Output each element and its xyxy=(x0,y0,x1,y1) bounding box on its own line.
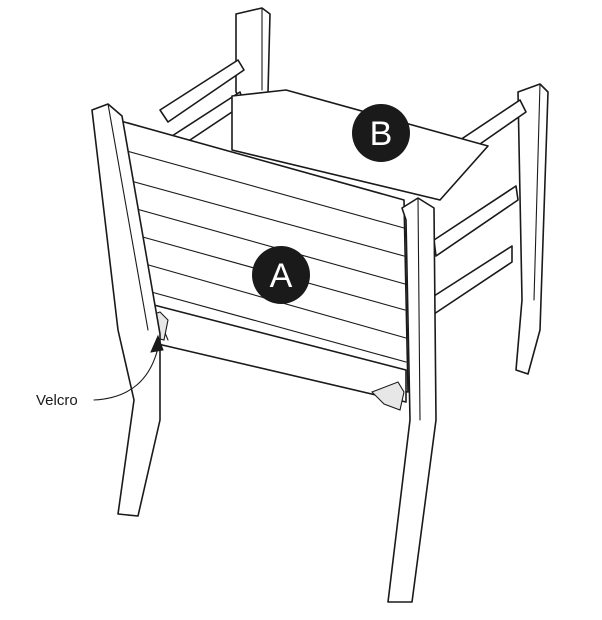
label-a-text: A xyxy=(270,257,293,295)
front-left-leg xyxy=(91,103,161,517)
label-badge-a: A xyxy=(252,246,310,304)
label-b-text: B xyxy=(370,115,393,153)
velcro-callout-text: Velcro xyxy=(36,392,78,409)
rear-left-post xyxy=(235,7,271,101)
velcro-arrow xyxy=(93,334,164,401)
back-cushion xyxy=(109,117,409,403)
label-badge-b: B xyxy=(352,104,410,162)
front-right-leg xyxy=(387,197,437,603)
velcro-tab-right xyxy=(371,381,405,411)
right-arm-frame xyxy=(429,83,549,375)
